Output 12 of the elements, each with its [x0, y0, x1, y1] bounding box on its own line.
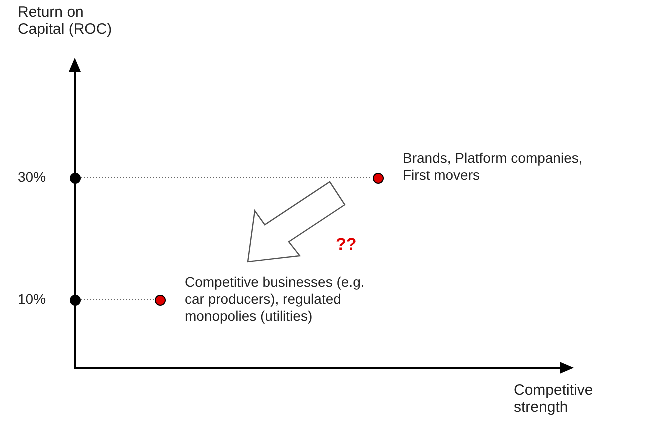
- tick-label: 30%: [18, 169, 48, 186]
- point-description: Brands, Platform companies, First movers: [403, 150, 584, 184]
- question-marks: ??: [336, 236, 358, 253]
- data-point: [70, 172, 80, 184]
- data-point: [372, 172, 384, 184]
- data-point: [70, 294, 80, 306]
- block-arrow: [247, 181, 346, 263]
- tick-label: 10%: [18, 291, 48, 308]
- axis-title: Competitive strength: [514, 382, 594, 416]
- data-point: [154, 294, 166, 306]
- point-description: Competitive businesses (e.g. car producers), regulated monopolies (utilities): [185, 274, 366, 325]
- axis-title: Return on Capital (ROC): [18, 4, 114, 38]
